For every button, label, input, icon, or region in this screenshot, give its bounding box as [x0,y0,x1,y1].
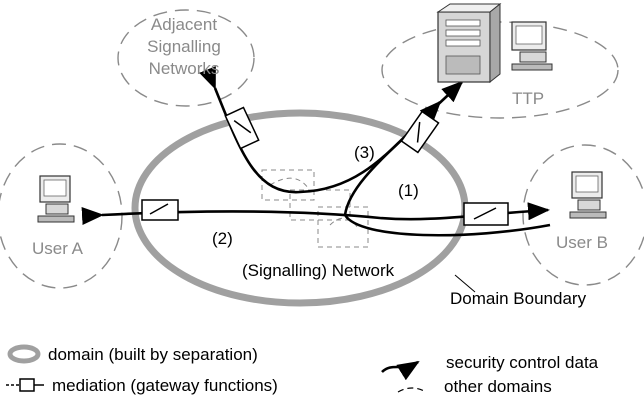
adjacent-networks-domain [117,9,255,107]
gateway-icon [400,110,440,154]
legend-mediation: mediation (gateway functions) [52,376,278,395]
legend-other-domains-icon [397,387,427,393]
label-domain-boundary: Domain Boundary [450,289,587,308]
label-adjacent-3: Networks [149,59,220,78]
legend-control-data-icon [381,360,420,381]
label-user-b: User B [556,233,608,252]
legend-mediation-icon [6,378,44,392]
label-adjacent-2: Signalling [147,37,221,56]
legend-other-domains: other domains [444,377,552,396]
gateway-icon [463,202,509,226]
label-network: (Signalling) Network [242,261,395,280]
label-ttp: TTP [512,89,544,108]
computer-icon [37,175,75,223]
mediation-gateways [141,106,509,226]
domain-boundary-pointer [454,274,476,293]
legend: domain (built by separation) mediation (… [6,344,599,396]
label-path-3: (3) [354,143,375,162]
legend-domain-icon [7,344,41,364]
label-path-2: (2) [212,229,233,248]
label-path-1: (1) [398,181,419,200]
label-user-a: User A [32,239,84,258]
gateway-icon [224,106,260,150]
legend-domain: domain (built by separation) [48,345,258,364]
internal-gateways [261,169,369,248]
legend-control-data: security control data [446,353,599,372]
computer-icon [569,171,607,219]
gateway-icon [141,199,179,221]
computer-icon [511,21,553,71]
server-icon [436,2,502,84]
label-adjacent-1: Adjacent [151,15,217,34]
